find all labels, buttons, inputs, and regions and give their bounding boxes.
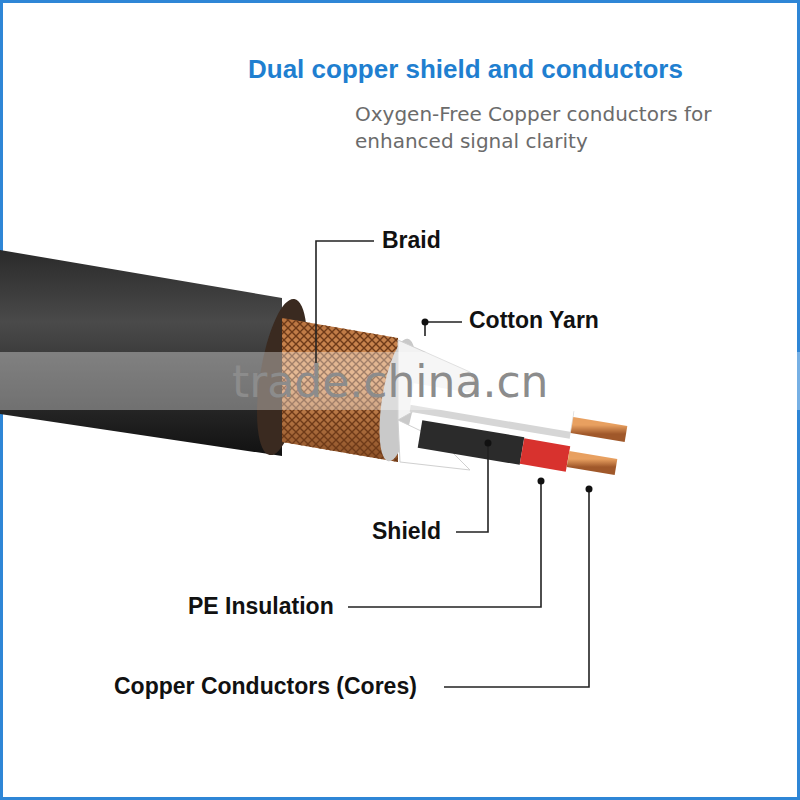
part-label: Shield [372,518,441,545]
part-label: Braid [382,227,441,254]
diagram-title: Dual copper shield and conductors [248,54,683,85]
subtitle: Oxygen-Free Copper conductors for enhanc… [355,101,765,155]
part-label: PE Insulation [188,593,334,620]
part-label: Copper Conductors (Cores) [114,673,417,700]
part-label: Cotton Yarn [469,307,599,334]
watermark: trade.china.cn [232,356,549,407]
